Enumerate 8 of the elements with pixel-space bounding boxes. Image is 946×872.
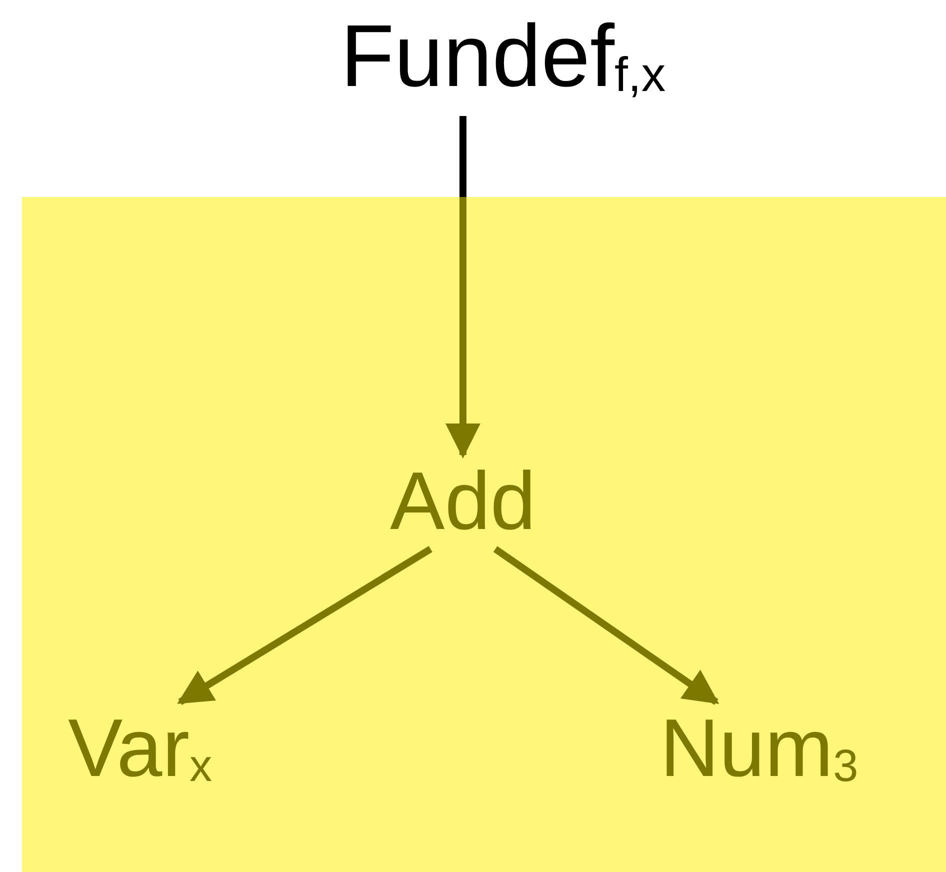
node-label: Add <box>382 455 544 549</box>
arrow <box>493 546 720 705</box>
arrow <box>445 116 480 458</box>
arrow <box>177 546 432 705</box>
node-label: Fundef$_{f,x}$ <box>332 6 674 106</box>
highlight-region <box>22 197 946 872</box>
node-label: Num$_{3}$ <box>652 702 866 796</box>
node-label: Var$_{x}$ <box>60 702 220 796</box>
